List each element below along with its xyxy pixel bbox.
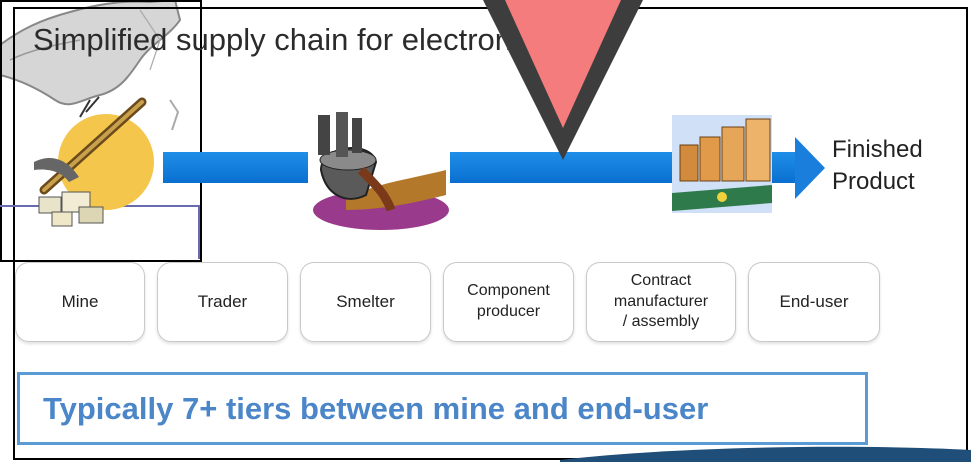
stage-component-producer: Component producer — [443, 262, 574, 342]
stage-end-user: End-user — [748, 262, 880, 342]
finished-product-label: Finished Product — [832, 136, 923, 196]
inset-box — [0, 0, 202, 262]
stage-smelter: Smelter — [300, 262, 431, 342]
background-map-sketch — [0, 0, 182, 131]
smelter-cauldron-icon — [313, 112, 449, 230]
stage-mine: Mine — [15, 262, 145, 342]
decorative-swoosh — [560, 446, 971, 462]
stage-trader: Trader — [157, 262, 288, 342]
location-marker-icon — [483, 0, 643, 160]
slide-title: Simplified supply chain for electronics — [33, 22, 550, 57]
tiers-note: Typically 7+ tiers between mine and end-… — [17, 372, 868, 445]
mining-pickaxe-icon — [34, 96, 154, 227]
flow-arrow-segment-3 — [770, 152, 798, 183]
arrow-head-icon — [795, 137, 825, 199]
assembly-line-icon — [672, 115, 772, 213]
stage-contract-manufacturer: Contract manufacturer / assembly — [586, 262, 736, 342]
flow-arrow-segment-1 — [163, 152, 308, 183]
